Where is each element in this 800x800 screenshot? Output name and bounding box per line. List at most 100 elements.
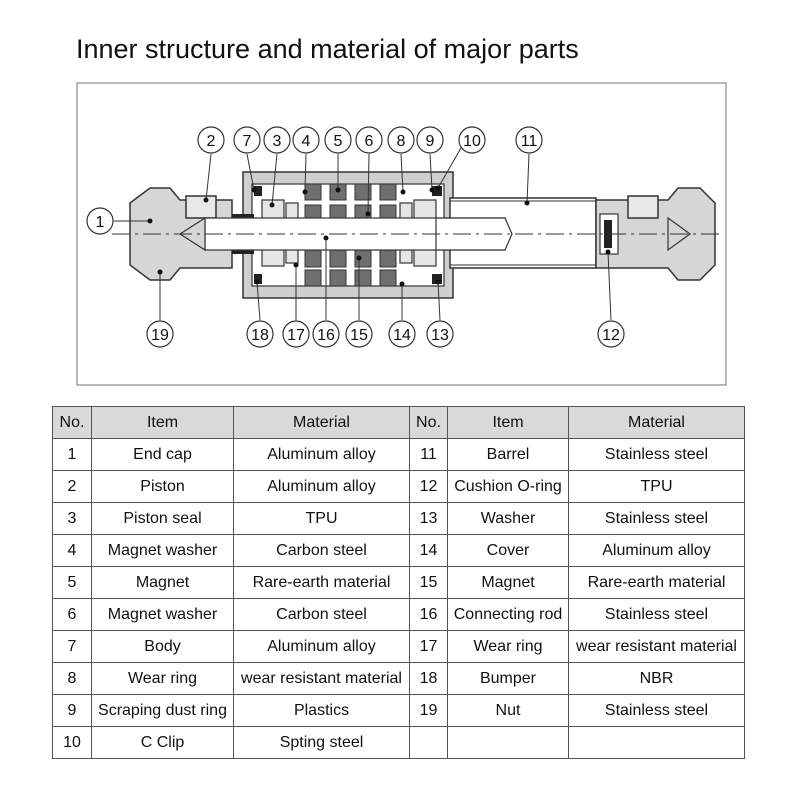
callout-2: 2: [197, 126, 225, 154]
svg-text:6: 6: [365, 133, 374, 150]
cell-no: 1: [52, 438, 92, 471]
cell-material: Carbon steel: [233, 598, 410, 631]
svg-text:7: 7: [243, 133, 252, 150]
svg-text:16: 16: [317, 327, 335, 344]
cell-item: Washer: [447, 502, 569, 535]
cell-item: Magnet: [91, 566, 234, 599]
callout-7: 7: [233, 126, 261, 154]
svg-text:1: 1: [96, 214, 105, 231]
callout-17: 17: [282, 320, 310, 348]
cell-no: 16: [409, 598, 448, 631]
cell-no: 12: [409, 470, 448, 503]
svg-text:8: 8: [397, 133, 406, 150]
cell-item: End cap: [91, 438, 234, 471]
svg-text:14: 14: [393, 327, 411, 344]
cell-material: Aluminum alloy: [233, 630, 410, 663]
callout-14: 14: [388, 320, 416, 348]
cell-no: 4: [52, 534, 92, 567]
cell-material: Aluminum alloy: [233, 438, 410, 471]
cell-item: [447, 726, 569, 759]
cell-no: 2: [52, 470, 92, 503]
cell-item: Nut: [447, 694, 569, 727]
header-item: Item: [91, 406, 234, 439]
callout-5: 5: [324, 126, 352, 154]
cell-no: 7: [52, 630, 92, 663]
cell-item: Scraping dust ring: [91, 694, 234, 727]
header-material: Material: [233, 406, 410, 439]
cell-item: Wear ring: [447, 630, 569, 663]
left-port: [185, 195, 217, 219]
cell-material: Spting steel: [233, 726, 410, 759]
cell-no: [409, 726, 448, 759]
page-title: Inner structure and material of major pa…: [76, 34, 579, 64]
cell-item: Cover: [447, 534, 569, 567]
cell-material: NBR: [568, 662, 745, 695]
cell-item: Body: [91, 630, 234, 663]
cell-item: Piston seal: [91, 502, 234, 535]
callout-11: 11: [515, 126, 543, 154]
cell-material: Stainless steel: [568, 502, 745, 535]
svg-text:2: 2: [207, 133, 216, 150]
cell-material: TPU: [568, 470, 745, 503]
cell-item: C Clip: [91, 726, 234, 759]
cylinder-structure-diagram: 1 2 7 3 4 5 6 8 9 10 11 19 18 17 16 15 1…: [76, 82, 727, 386]
cell-no: 8: [52, 662, 92, 695]
cell-no: 3: [52, 502, 92, 535]
svg-text:9: 9: [426, 133, 435, 150]
cell-no: 14: [409, 534, 448, 567]
cell-item: Cushion O-ring: [447, 470, 569, 503]
callout-8: 8: [387, 126, 415, 154]
callout-6: 6: [355, 126, 383, 154]
cell-no: 9: [52, 694, 92, 727]
cell-no: 10: [52, 726, 92, 759]
svg-text:19: 19: [151, 327, 169, 344]
callout-1: 1: [86, 207, 114, 235]
cell-material: Stainless steel: [568, 438, 745, 471]
leader-dots: [147, 185, 611, 287]
header-item: Item: [447, 406, 569, 439]
cell-material: wear resistant material: [568, 630, 745, 663]
callout-15: 15: [345, 320, 373, 348]
cell-material: Plastics: [233, 694, 410, 727]
cell-material: Rare-earth material: [568, 566, 745, 599]
svg-text:13: 13: [431, 327, 449, 344]
cell-material: TPU: [233, 502, 410, 535]
cell-no: 6: [52, 598, 92, 631]
cell-material: Aluminum alloy: [233, 470, 410, 503]
cell-no: 19: [409, 694, 448, 727]
svg-text:12: 12: [602, 327, 620, 344]
cell-material: Rare-earth material: [233, 566, 410, 599]
cell-material: Stainless steel: [568, 694, 745, 727]
callout-10: 10: [458, 126, 486, 154]
cell-material: [568, 726, 745, 759]
cell-material: Carbon steel: [233, 534, 410, 567]
cell-material: Aluminum alloy: [568, 534, 745, 567]
callout-13: 13: [426, 320, 454, 348]
callout-19: 19: [146, 320, 174, 348]
svg-text:18: 18: [251, 327, 269, 344]
callout-4: 4: [292, 126, 320, 154]
cell-item: Connecting rod: [447, 598, 569, 631]
callout-16: 16: [312, 320, 340, 348]
svg-text:10: 10: [463, 133, 481, 150]
cell-item: Magnet washer: [91, 598, 234, 631]
cell-no: 18: [409, 662, 448, 695]
svg-text:4: 4: [302, 133, 311, 150]
callout-12: 12: [597, 320, 625, 348]
cell-item: Wear ring: [91, 662, 234, 695]
cell-no: 5: [52, 566, 92, 599]
cell-material: Stainless steel: [568, 598, 745, 631]
cell-no: 11: [409, 438, 448, 471]
header-no: No.: [52, 406, 92, 439]
